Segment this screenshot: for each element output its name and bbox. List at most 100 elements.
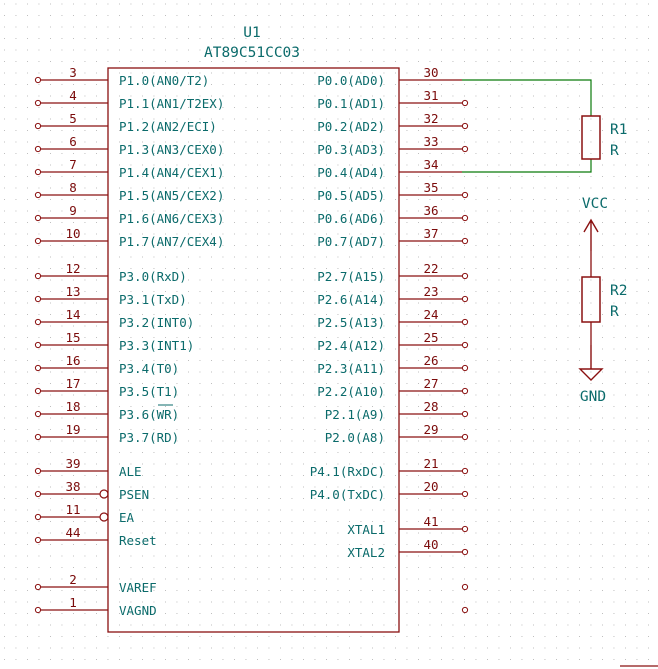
pin-end-circle[interactable] [34, 410, 42, 418]
pin-end-circle[interactable] [34, 168, 42, 176]
pin-end-circle[interactable] [34, 122, 42, 130]
pin-end-circle[interactable] [34, 295, 42, 303]
pin-end-circle[interactable] [461, 214, 469, 222]
pin-end-circle[interactable] [461, 341, 469, 349]
pin-end-circle[interactable] [34, 341, 42, 349]
left-pin-6[interactable]: 6P1.3(AN3/CEX0) [34, 134, 224, 157]
pin-end-circle[interactable] [34, 318, 42, 326]
pin-end-circle[interactable] [34, 364, 42, 372]
pin-end-circle[interactable] [34, 99, 42, 107]
pin-name: ALE [119, 464, 142, 479]
pin-end-circle[interactable] [34, 191, 42, 199]
pin-number: 40 [423, 537, 438, 552]
pin-end-circle[interactable] [461, 548, 469, 556]
resistor-r2-body[interactable] [581, 276, 601, 323]
pin-end-circle[interactable] [34, 272, 42, 280]
left-pin-5[interactable]: 5P1.2(AN2/ECI) [34, 111, 217, 134]
pin-number: 9 [69, 203, 77, 218]
pin-end-circle[interactable] [461, 433, 469, 441]
pin-end-circle[interactable] [461, 490, 469, 498]
pin-end-circle[interactable] [461, 364, 469, 372]
pin-end-circle[interactable] [34, 387, 42, 395]
pin-end-circle[interactable] [461, 191, 469, 199]
left-pin-8[interactable]: 8P1.5(AN5/CEX2) [34, 180, 224, 203]
resistor-r1-body[interactable] [581, 115, 601, 160]
pin-end-circle[interactable] [34, 490, 42, 498]
ic-body[interactable] [107, 67, 400, 633]
pin-end-circle[interactable] [34, 76, 42, 84]
pin-end-circle[interactable] [461, 467, 469, 475]
pin-end-circle[interactable] [461, 145, 469, 153]
left-pin-4[interactable]: 4P1.1(AN1/T2EX) [34, 88, 224, 111]
resistor-r1[interactable]: R1 R [581, 115, 627, 160]
pin-name: P1.7(AN7/CEX4) [119, 234, 224, 249]
pin-end-circle[interactable] [34, 214, 42, 222]
pin-end-circle[interactable] [461, 387, 469, 395]
pin-end-circle[interactable] [34, 145, 42, 153]
pin-end-circle[interactable] [461, 99, 469, 107]
ic-u1[interactable]: U1 AT89C51CC03 3P1.0(AN0/T2)4P1.1(AN1/T2… [34, 25, 469, 633]
pin-end-circle[interactable] [34, 606, 42, 614]
pin-end-circle[interactable] [461, 272, 469, 280]
left-pin-3[interactable]: 3P1.0(AN0/T2) [34, 65, 209, 88]
pin-end-circle[interactable] [34, 536, 42, 544]
resistor-r2[interactable]: R2 R [581, 276, 627, 323]
wire-p00-r1[interactable] [462, 79, 592, 116]
left-pin-9[interactable]: 9P1.6(AN6/CEX3) [34, 203, 224, 226]
pin-end-circle[interactable] [34, 583, 42, 591]
pin-end-circle[interactable] [461, 122, 469, 130]
pin-end-circle[interactable] [461, 237, 469, 245]
pin-end-circle[interactable] [34, 467, 42, 475]
pin-end-circle[interactable] [461, 295, 469, 303]
pin-end-circle[interactable] [34, 433, 42, 441]
vcc-power-symbol[interactable]: VCC [582, 196, 608, 251]
pin-end-circle[interactable] [34, 237, 42, 245]
pin-end-circle[interactable] [461, 318, 469, 326]
pin-number: 31 [423, 88, 438, 103]
pin-end-circle[interactable] [461, 583, 469, 591]
pin-end-circle[interactable] [461, 525, 469, 533]
pin-end-circle[interactable] [461, 606, 469, 614]
gnd-power-symbol[interactable]: GND [578, 345, 606, 405]
pin-end-circle[interactable] [34, 513, 42, 521]
wire-p04-r1[interactable] [462, 159, 592, 173]
left-pin-7[interactable]: 7P1.4(AN4/CEX1) [34, 157, 224, 180]
pin-end-circle[interactable] [461, 410, 469, 418]
